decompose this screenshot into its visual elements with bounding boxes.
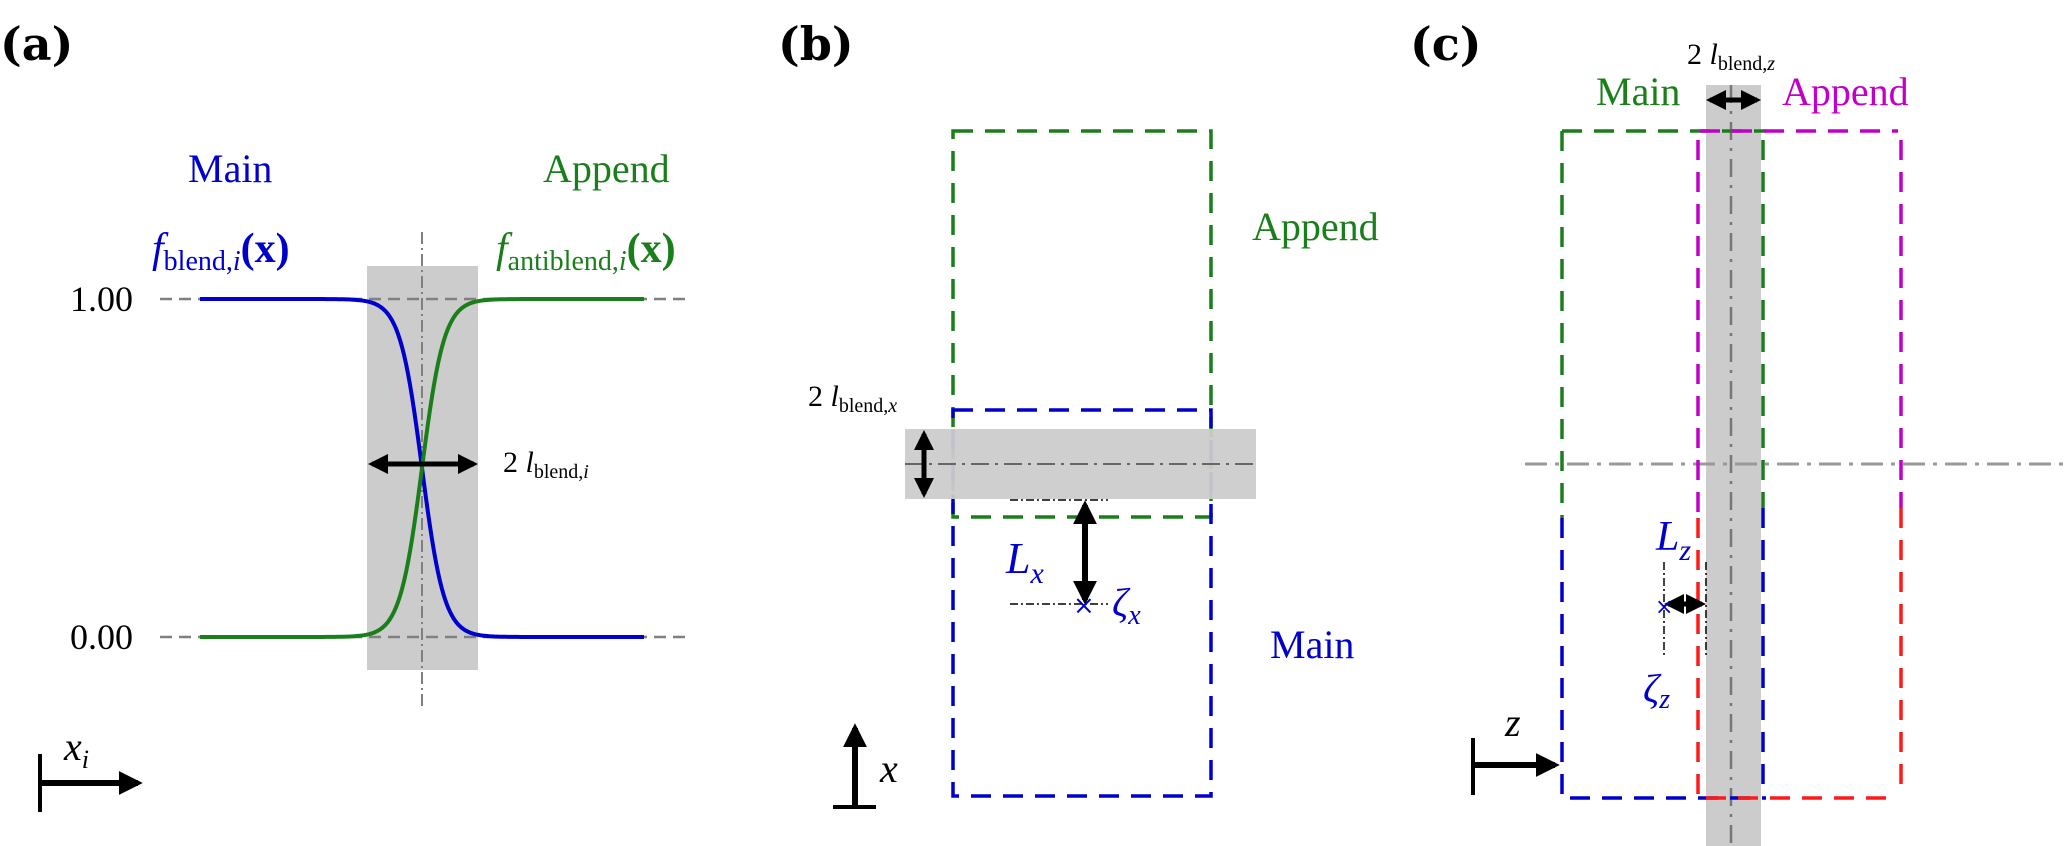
blend-width-label: 2 lblend,i [503,446,589,483]
blend-width-label: 2 lblend,z [1687,38,1775,75]
axis-label: xi [63,724,89,774]
x-axis-indicator: xi [38,724,143,812]
zeta-marker-icon: × [1655,595,1673,620]
zeta-label: ζz [1643,666,1670,715]
panel-b: (b) 2 lblend,x Lx × ζx Append Main x [778,17,1379,809]
x-axis-indicator: x [833,723,898,809]
main-domain-box [951,408,1213,798]
ytick-0: 0.00 [70,617,133,657]
panel-b-label: (b) [778,17,854,71]
panel-a-label: (a) [0,17,73,71]
f-antiblend-label: fantiblend,i(x) [496,226,676,277]
ytick-1: 1.00 [70,279,133,319]
axis-label: x [879,746,898,791]
axis-label: z [1504,700,1521,745]
main-label: Main [1596,69,1680,114]
panel-c-label: (c) [1410,17,1482,71]
main-label: Main [188,146,272,191]
main-box-lower [1560,518,1766,800]
main-label: Main [1270,622,1354,667]
zeta-label: ζx [1112,580,1141,631]
append-label: Append [1782,69,1909,114]
distance-label: Lx [1005,534,1044,590]
f-blend-label: fblend,i(x) [152,226,290,277]
distance-label: Lz [1655,514,1691,567]
z-axis-indicator: z [1471,700,1560,795]
zeta-marker-icon: × [1073,591,1095,621]
panel-c: (c) Main Append 2 lblend,z × Lz ζz [1410,17,2067,846]
append-label: Append [543,146,670,191]
append-label: Append [1252,204,1379,249]
panel-a: (a) Main Append fblend,i(x) fantiblend,i… [0,17,690,812]
blend-width-label: 2 lblend,x [808,380,897,417]
